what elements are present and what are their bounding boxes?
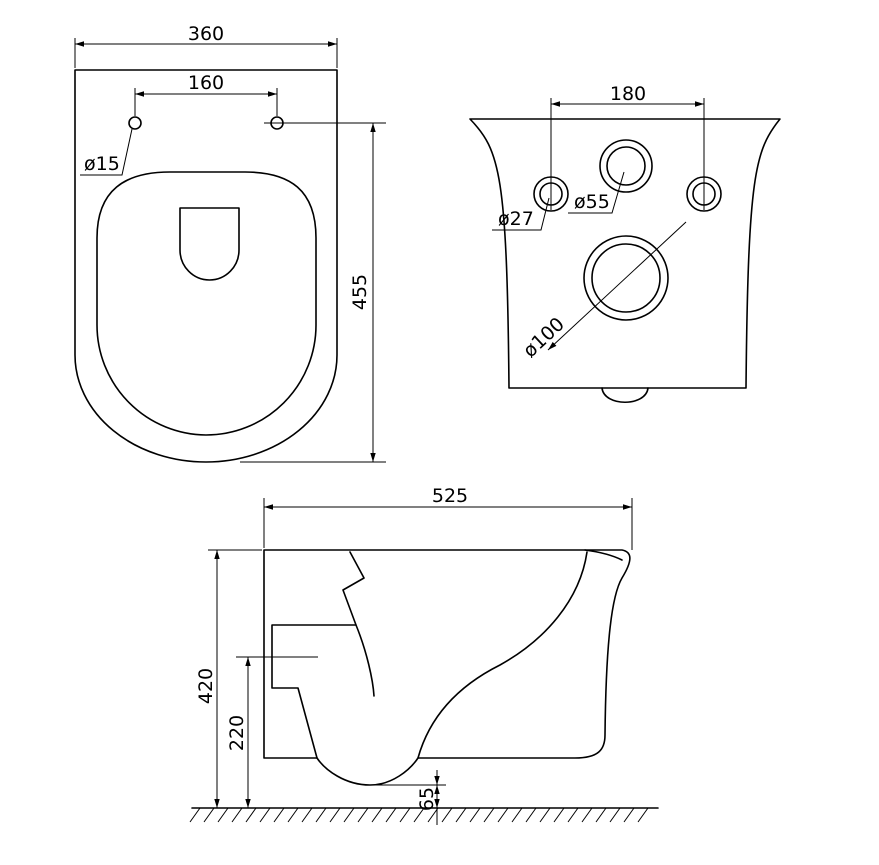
dim-hole-spacing-label: 160 <box>188 72 224 94</box>
dim-height-label: 420 <box>195 668 217 704</box>
floor-hatch-mark <box>483 807 495 823</box>
floor-hatch-mark <box>329 807 341 823</box>
floor-hatch <box>189 807 649 823</box>
top-view: 360 160 ø15 455 <box>74 23 386 463</box>
floor-hatch-mark <box>581 807 593 823</box>
floor-hatch-mark <box>609 807 621 823</box>
floor-hatch-mark <box>343 807 355 823</box>
floor-hatch-mark <box>413 807 425 823</box>
dim-length-label: 525 <box>432 485 468 507</box>
dim-inlet-diameter-label: ø55 <box>574 191 610 213</box>
outlet-inner <box>591 243 661 313</box>
floor-hatch-mark <box>259 807 271 823</box>
floor-hatch-mark <box>525 807 537 823</box>
dim-bolt-spacing-label: 180 <box>610 83 646 105</box>
floor-hatch-mark <box>497 807 509 823</box>
floor-hatch-mark <box>357 807 369 823</box>
side-view-outline <box>263 549 631 786</box>
floor-hatch-mark <box>567 807 579 823</box>
dim-outlet-height-label: 220 <box>226 715 248 751</box>
side-view-bowl-curve <box>417 551 588 759</box>
floor-hatch-mark <box>245 807 257 823</box>
floor-hatch-mark <box>287 807 299 823</box>
floor-hatch-mark <box>511 807 523 823</box>
floor-hatch-mark <box>553 807 565 823</box>
dim-width-label: 360 <box>188 23 224 45</box>
side-view: 525 420 220 65 <box>189 485 659 825</box>
floor-hatch-mark <box>385 807 397 823</box>
floor-hatch-mark <box>217 807 229 823</box>
top-view-outline <box>74 69 338 463</box>
floor-hatch-mark <box>399 807 411 823</box>
dim-depth-label: 455 <box>349 274 371 310</box>
dim-clearance-label: 65 <box>416 787 438 811</box>
floor-hatch-mark <box>623 807 635 823</box>
dim-bolt-diameter-label: ø27 <box>498 208 534 230</box>
dim-line-outlet-diameter <box>547 221 687 351</box>
outlet-outer <box>583 235 669 321</box>
side-view-inlet <box>271 624 357 759</box>
rear-view: 180 ø27 ø55 ø100 <box>469 83 781 403</box>
water-inlet-outer <box>599 139 653 193</box>
floor-hatch-mark <box>301 807 313 823</box>
floor-hatch-mark <box>539 807 551 823</box>
floor-hatch-mark <box>637 807 649 823</box>
leader-inlet-diameter <box>568 171 625 214</box>
leader-hole-diameter <box>80 128 133 176</box>
floor-hatch-mark <box>455 807 467 823</box>
floor-hatch-mark <box>189 807 201 823</box>
floor-hatch-mark <box>273 807 285 823</box>
floor-hatch-mark <box>469 807 481 823</box>
dim-hole-diameter-label: ø15 <box>84 153 120 175</box>
floor-hatch-mark <box>427 807 439 823</box>
floor-hatch-mark <box>441 807 453 823</box>
leader-bolt-diameter <box>492 197 550 231</box>
rear-view-outlet-nub <box>601 387 649 403</box>
floor-hatch-mark <box>203 807 215 823</box>
side-view-trapway <box>342 551 375 697</box>
water-inlet-inner <box>606 146 646 186</box>
rear-view-outline <box>469 118 781 389</box>
side-view-rim <box>584 549 623 561</box>
top-view-seat <box>96 171 317 436</box>
floor-hatch-mark <box>231 807 243 823</box>
floor-hatch-mark <box>595 807 607 823</box>
floor-hatch-mark <box>371 807 383 823</box>
fixing-hole-left <box>128 116 142 130</box>
floor-hatch-mark <box>315 807 327 823</box>
top-view-bowl-opening <box>179 207 240 281</box>
